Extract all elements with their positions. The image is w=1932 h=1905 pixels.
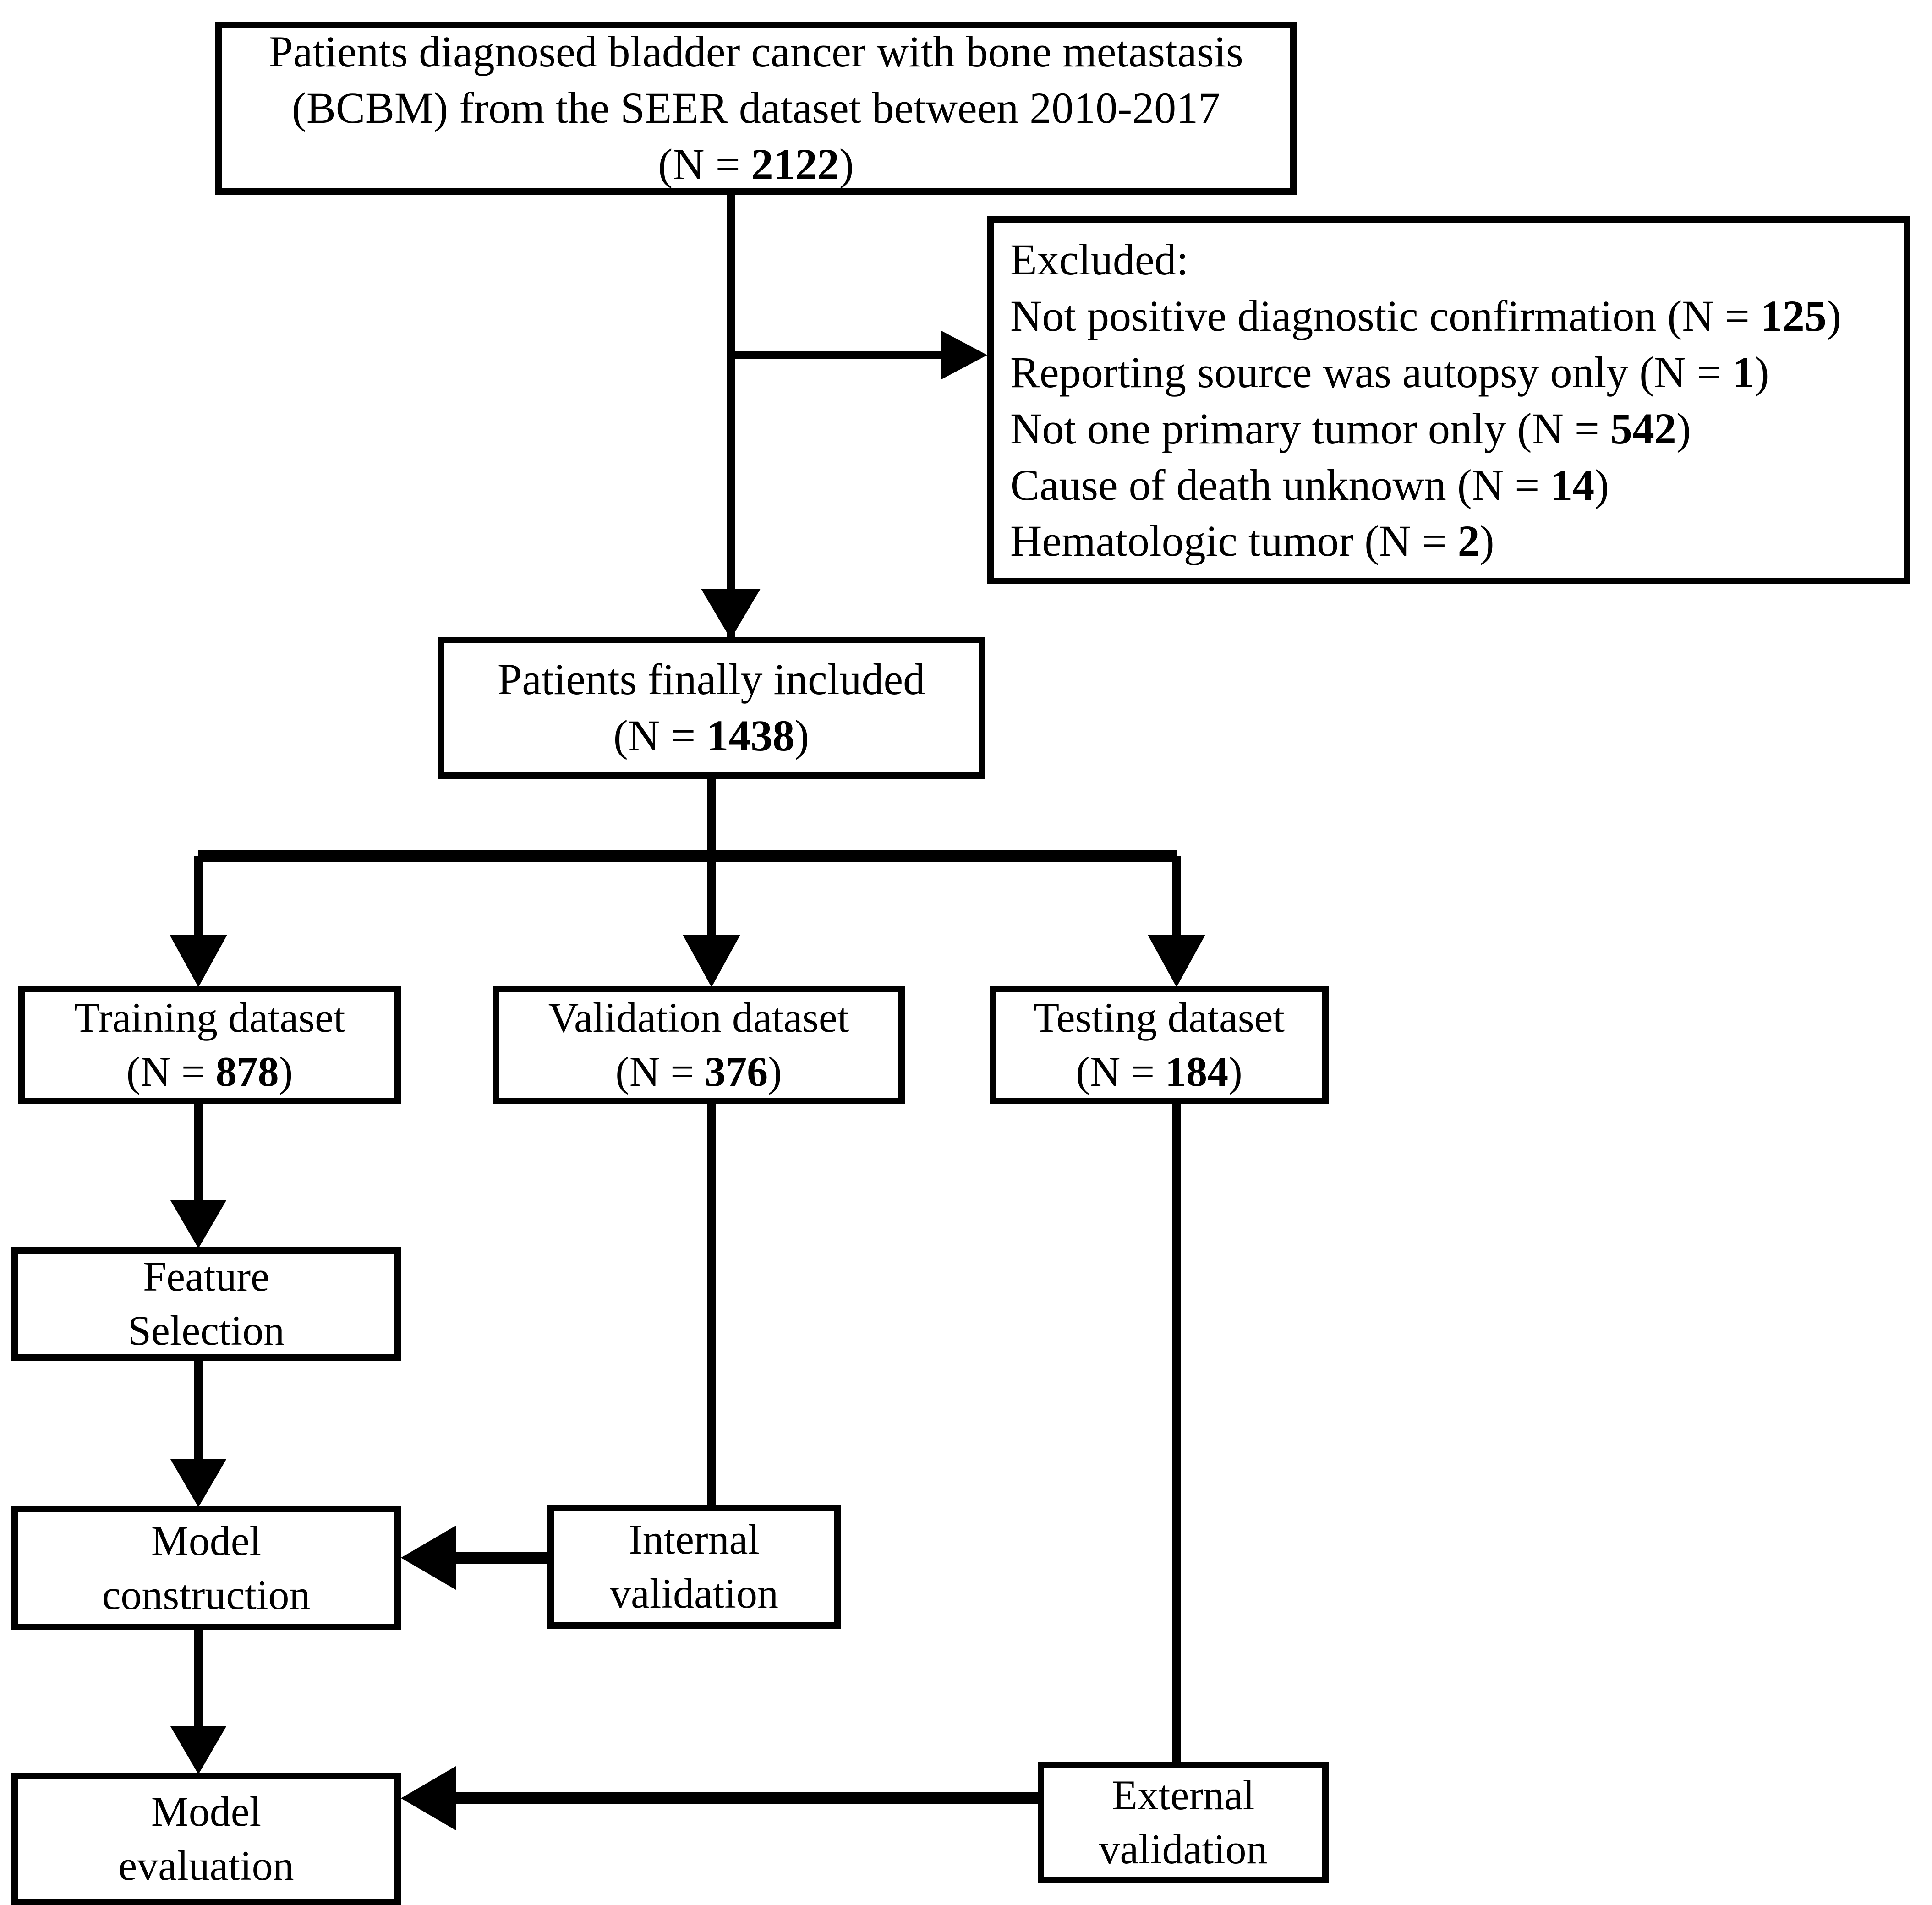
arrowhead-to-feature-selection (170, 1200, 226, 1248)
excluded-item-0: Not positive diagnostic confirmation (N … (1010, 288, 1841, 345)
validation-dataset-line2: (N = 376) (615, 1045, 782, 1099)
excluded-item-1: Reporting source was autopsy only (N = 1… (1010, 345, 1769, 401)
validation-n-prefix: (N = (615, 1048, 705, 1095)
node-excluded: Excluded: Not positive diagnostic confir… (987, 216, 1910, 584)
excluded-item-3: Cause of death unknown (N = 14) (1010, 457, 1609, 514)
testing-n-prefix: (N = (1076, 1048, 1166, 1095)
cohort-source-line3: (N = 2122) (658, 137, 854, 193)
arrowhead-to-model-evaluation (170, 1726, 226, 1774)
feature-selection-line1: Feature (143, 1253, 269, 1300)
model-construction-line1: Model (151, 1517, 262, 1564)
arrowhead-to-validation (683, 935, 740, 987)
arrowhead-to-included (701, 589, 761, 639)
node-model-construction: Model construction (11, 1506, 401, 1630)
training-n-value: 878 (215, 1048, 279, 1095)
excluded-item-4-label: Hematologic tumor (N = (1010, 516, 1458, 566)
excluded-item-2-label: Not one primary tumor only (N = (1010, 404, 1610, 453)
excluded-item-0-suffix: ) (1826, 291, 1841, 340)
node-internal-validation: Internal validation (547, 1505, 841, 1629)
training-n-suffix: ) (279, 1048, 293, 1095)
training-n-prefix: (N = (126, 1048, 216, 1095)
cohort-source-n-suffix: ) (839, 139, 854, 189)
validation-dataset-line1: Validation dataset (548, 994, 849, 1041)
excluded-item-2-suffix: ) (1676, 404, 1691, 453)
model-evaluation-line1: Model (151, 1788, 262, 1835)
included-n-suffix: ) (794, 711, 810, 760)
excluded-item-4-value: 2 (1457, 516, 1480, 566)
training-dataset-line2: (N = 878) (126, 1045, 293, 1099)
excluded-item-2: Not one primary tumor only (N = 542) (1010, 401, 1691, 457)
validation-n-value: 376 (705, 1048, 768, 1095)
node-included: Patients finally included (N = 1438) (438, 637, 985, 779)
node-model-evaluation: Model evaluation (11, 1773, 401, 1905)
internal-validation-line2: validation (610, 1570, 778, 1617)
validation-n-suffix: ) (768, 1048, 782, 1095)
arrowhead-external-to-evaluation (401, 1766, 456, 1830)
feature-selection-line2: Selection (127, 1307, 285, 1354)
arrowhead-to-excluded (941, 331, 987, 379)
excluded-heading: Excluded: (1010, 235, 1189, 284)
excluded-item-4: Hematologic tumor (N = 2) (1010, 513, 1494, 569)
cohort-source-line2: (BCBM) from the SEER dataset between 201… (291, 83, 1220, 133)
cohort-source-n-prefix: (N = (658, 139, 751, 189)
model-evaluation-line2: evaluation (118, 1842, 294, 1889)
cohort-source-n-value: 2122 (751, 139, 839, 189)
arrowhead-to-training (170, 935, 227, 987)
node-cohort-source: Patients diagnosed bladder cancer with b… (215, 22, 1297, 195)
node-validation-dataset: Validation dataset (N = 376) (493, 986, 905, 1104)
node-external-validation: External validation (1038, 1762, 1329, 1883)
node-feature-selection: Feature Selection (11, 1247, 401, 1361)
excluded-item-0-label: Not positive diagnostic confirmation (N … (1010, 291, 1761, 340)
included-n-prefix: (N = (613, 711, 707, 760)
external-validation-line1: External (1111, 1771, 1255, 1818)
included-line2: (N = 1438) (613, 708, 809, 764)
cohort-source-line1: Patients diagnosed bladder cancer with b… (268, 27, 1243, 77)
excluded-item-1-value: 1 (1732, 347, 1755, 397)
arrowhead-to-testing (1148, 935, 1205, 987)
excluded-item-1-suffix: ) (1754, 347, 1769, 397)
excluded-item-3-label: Cause of death unknown (N = (1010, 460, 1551, 509)
excluded-item-1-label: Reporting source was autopsy only (N = (1010, 347, 1733, 397)
testing-dataset-line2: (N = 184) (1076, 1045, 1242, 1099)
excluded-item-3-suffix: ) (1594, 460, 1609, 509)
testing-n-suffix: ) (1228, 1048, 1242, 1095)
arrowhead-internal-to-construction (401, 1526, 456, 1590)
included-n-value: 1438 (706, 711, 795, 760)
excluded-item-2-value: 542 (1610, 404, 1676, 453)
external-validation-line2: validation (1099, 1825, 1268, 1872)
internal-validation-line1: Internal (628, 1516, 760, 1563)
included-line1: Patients finally included (497, 655, 925, 704)
excluded-item-3-value: 14 (1550, 460, 1595, 509)
testing-dataset-line1: Testing dataset (1034, 994, 1285, 1041)
testing-n-value: 184 (1165, 1048, 1229, 1095)
training-dataset-line1: Training dataset (74, 994, 345, 1041)
model-construction-line2: construction (102, 1571, 311, 1618)
node-testing-dataset: Testing dataset (N = 184) (990, 986, 1329, 1104)
arrowhead-to-model-construction (170, 1459, 226, 1507)
excluded-item-0-value: 125 (1760, 291, 1827, 340)
excluded-item-4-suffix: ) (1479, 516, 1494, 566)
node-training-dataset: Training dataset (N = 878) (18, 986, 401, 1104)
